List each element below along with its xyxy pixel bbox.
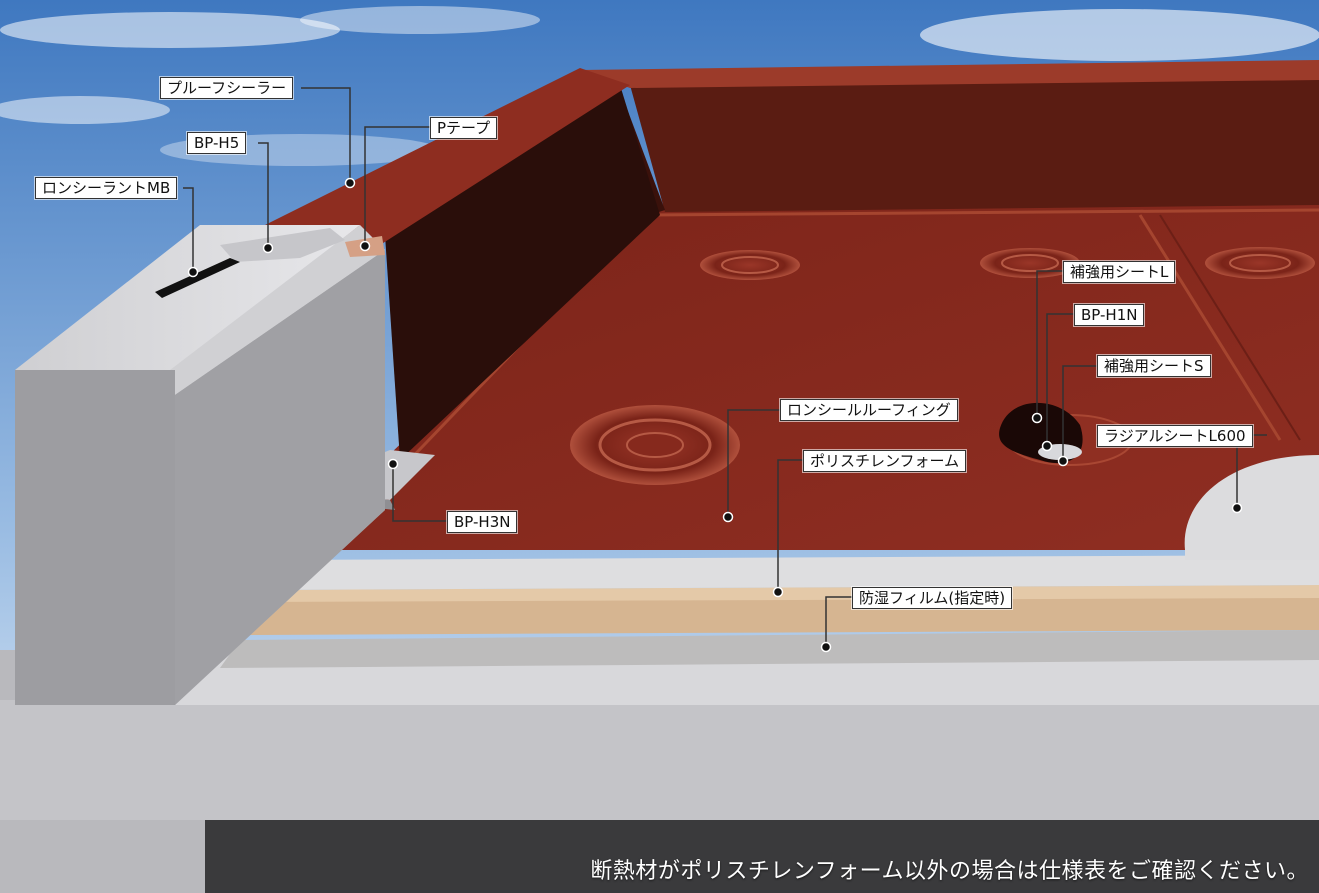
sealant-strip (155, 258, 240, 298)
label-moisture-film: 防湿フィルム(指定時) (852, 587, 1013, 609)
bp-h5-strip (220, 228, 345, 262)
label-radial-sheet: ラジアルシートL600 (1097, 425, 1253, 447)
label-polystyrene-foam: ポリスチレンフォーム (803, 450, 967, 472)
label-ronseal-roofing: ロンシールルーフィング (780, 399, 958, 421)
lower-opening (205, 820, 1319, 893)
label-bp-h1n: BP-H1N (1074, 304, 1145, 326)
foam-layer (245, 595, 1319, 635)
label-reinforce-sheet-l: 補強用シートL (1063, 261, 1176, 283)
label-p-tape: Pテープ (430, 117, 498, 139)
label-ronsealant-mb: ロンシーラントMB (35, 177, 178, 199)
label-reinforce-sheet-s: 補強用シートS (1097, 355, 1211, 377)
label-bp-h5: BP-H5 (187, 132, 247, 154)
parapet-inner-wall (385, 85, 660, 460)
parapet-top (15, 225, 360, 375)
label-proof-sealer: プルーフシーラー (160, 77, 294, 99)
footnote-caption: 断熱材がポリスチレンフォーム以外の場合は仕様表をご確認ください。 (590, 859, 1309, 884)
fixing-disc (1205, 247, 1315, 279)
fixing-disc (700, 250, 800, 280)
label-bp-h3n: BP-H3N (447, 511, 518, 533)
